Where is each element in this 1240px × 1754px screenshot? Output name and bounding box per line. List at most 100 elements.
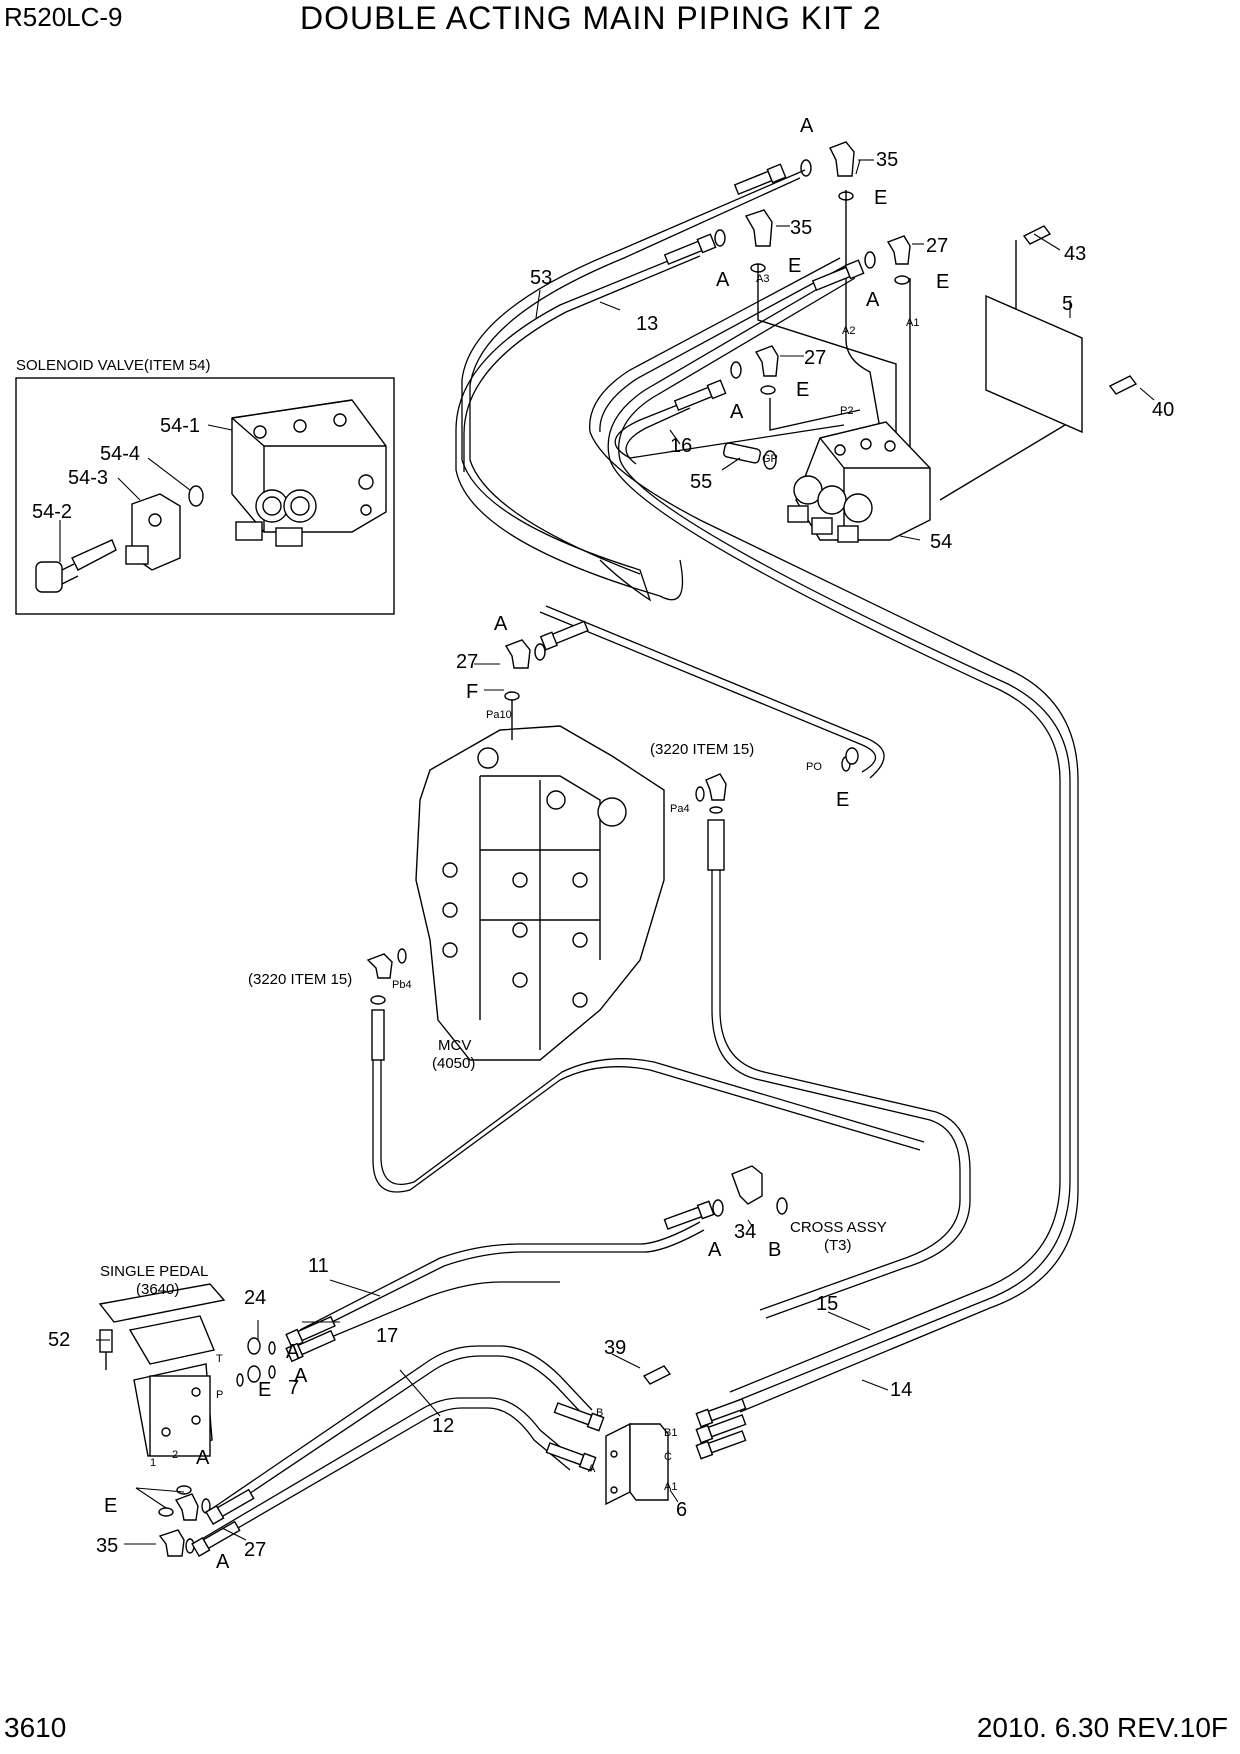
port-a1-block: A1 <box>664 1481 677 1493</box>
hose-11 <box>711 820 961 1311</box>
single-pedal-3640 <box>98 1283 336 1558</box>
port-t: T <box>216 1353 223 1365</box>
seal-letter-e: E <box>874 187 887 209</box>
bolt-39 <box>642 1365 672 1385</box>
cross-assy-t3 <box>663 1165 788 1230</box>
solenoid-valve-54 <box>787 421 931 543</box>
callout-5: 5 <box>1062 293 1073 315</box>
callout-11: 11 <box>308 1255 329 1277</box>
seal-letter-a: A <box>494 613 508 635</box>
seal-letter-a: A <box>716 269 730 291</box>
seal-letter-e: E <box>788 255 801 277</box>
callout-labels: 53 13 35 35 27 27 43 5 40 16 55 54 27 11… <box>16 149 1174 1561</box>
callout-15: 15 <box>816 1293 838 1315</box>
bracket-5 <box>985 294 1083 434</box>
callout-13: 13 <box>636 313 658 335</box>
callout-12: 12 <box>432 1415 454 1437</box>
callout-7: 7 <box>288 1377 299 1399</box>
callout-39: 39 <box>604 1337 626 1359</box>
port-pb4: Pb4 <box>392 979 412 991</box>
callout-35-mid: 35 <box>790 217 812 239</box>
port-a1: A1 <box>906 317 919 329</box>
callout-27-bottom: 27 <box>244 1539 266 1561</box>
pressure-switch-55 <box>722 442 777 470</box>
hose-pb4 <box>372 1010 921 1193</box>
fittings <box>663 141 1138 470</box>
callout-54-4: 54-4 <box>100 443 140 465</box>
seal-ring <box>894 275 910 285</box>
callout-6: 6 <box>676 1499 687 1521</box>
o-ring-54-4 <box>188 485 204 507</box>
callout-54-3: 54-3 <box>68 467 108 489</box>
seal-letter-a: A <box>294 1365 308 1387</box>
hose-14 <box>589 257 1079 1413</box>
seal-ring <box>730 361 742 379</box>
port-gp: GP <box>762 453 778 465</box>
seal-letter-a: A <box>286 1341 300 1363</box>
page-number: 3610 <box>4 1712 67 1743</box>
callout-54-1: 54-1 <box>160 415 200 437</box>
reference-notes: (3220 ITEM 15) (3220 ITEM 15) MCV (4050)… <box>100 741 887 1298</box>
note-cross-assy: CROSS ASSY <box>790 1219 887 1236</box>
callout-43: 43 <box>1064 243 1086 265</box>
port-a3: A3 <box>756 273 769 285</box>
hose-53 <box>461 169 806 602</box>
port-b1: B1 <box>664 1427 677 1439</box>
seal-letters: A A A A A A A A A A E E E E E E E F B <box>104 115 949 1573</box>
port-a2: A2 <box>842 325 855 337</box>
solenoid-valve-body <box>231 399 387 547</box>
seal-letter-a: A <box>800 115 814 137</box>
note-mcv-ref: (4050) <box>432 1055 475 1072</box>
callout-34: 34 <box>734 1221 756 1243</box>
seal-letter-e: E <box>796 379 809 401</box>
port-c: C <box>664 1451 672 1463</box>
elbow-35-mid <box>744 209 773 247</box>
bolt-40 <box>1108 375 1138 395</box>
seal-letter-a: A <box>708 1239 722 1261</box>
seal-ring <box>714 229 726 247</box>
callout-54-2: 54-2 <box>32 501 72 523</box>
seal-letter-f: F <box>466 681 478 703</box>
block-6 <box>545 1398 747 1506</box>
callout-35-top: 35 <box>876 149 898 171</box>
callout-40: 40 <box>1152 399 1174 421</box>
callout-16: 16 <box>670 435 692 457</box>
seal-letter-e: E <box>836 789 849 811</box>
hose-17 <box>299 1281 560 1351</box>
date-revision: 2010. 6.30 REV.10F <box>976 1712 1228 1743</box>
callout-54: 54 <box>930 531 952 553</box>
callout-17: 17 <box>376 1325 398 1347</box>
callout-35-bottom: 35 <box>96 1535 118 1557</box>
seal-ring <box>800 159 812 177</box>
seal-letter-a: A <box>216 1551 230 1573</box>
port-p: P <box>216 1389 223 1401</box>
note-3220-left: (3220 ITEM 15) <box>248 971 352 988</box>
elbow-27-top <box>886 235 911 265</box>
callout-14: 14 <box>890 1379 912 1401</box>
page-title: DOUBLE ACTING MAIN PIPING KIT 2 <box>300 0 882 36</box>
seal-ring <box>864 251 876 269</box>
callout-55: 55 <box>690 471 712 493</box>
port-pa10: Pa10 <box>486 709 512 721</box>
leader-lines <box>96 159 1155 1545</box>
callout-27-mid: 27 <box>804 347 826 369</box>
inset-title: SOLENOID VALVE(ITEM 54) <box>16 357 211 374</box>
port-labels: A3 A2 A1 P2 GP Pa10 PO Pa4 Pb4 T P 1 2 B… <box>150 273 919 1493</box>
seal-letter-a: A <box>866 289 880 311</box>
seal-letter-e: E <box>936 271 949 293</box>
port-b: B <box>596 1407 603 1419</box>
port-a: A <box>588 1463 596 1475</box>
solenoid-coil-54-3 <box>125 493 181 571</box>
callout-27-mcv: 27 <box>456 651 478 673</box>
callout-53: 53 <box>530 267 552 289</box>
note-3220-top: (3220 ITEM 15) <box>650 741 754 758</box>
seal-ring <box>760 385 776 395</box>
callout-24: 24 <box>244 1287 266 1309</box>
seal-ring <box>838 191 854 201</box>
port-1: 1 <box>150 1457 156 1469</box>
solenoid-valve-inset <box>15 377 395 615</box>
seal-letter-a: A <box>196 1447 210 1469</box>
note-mcv: MCV <box>438 1037 471 1054</box>
inset-frame <box>15 377 395 615</box>
